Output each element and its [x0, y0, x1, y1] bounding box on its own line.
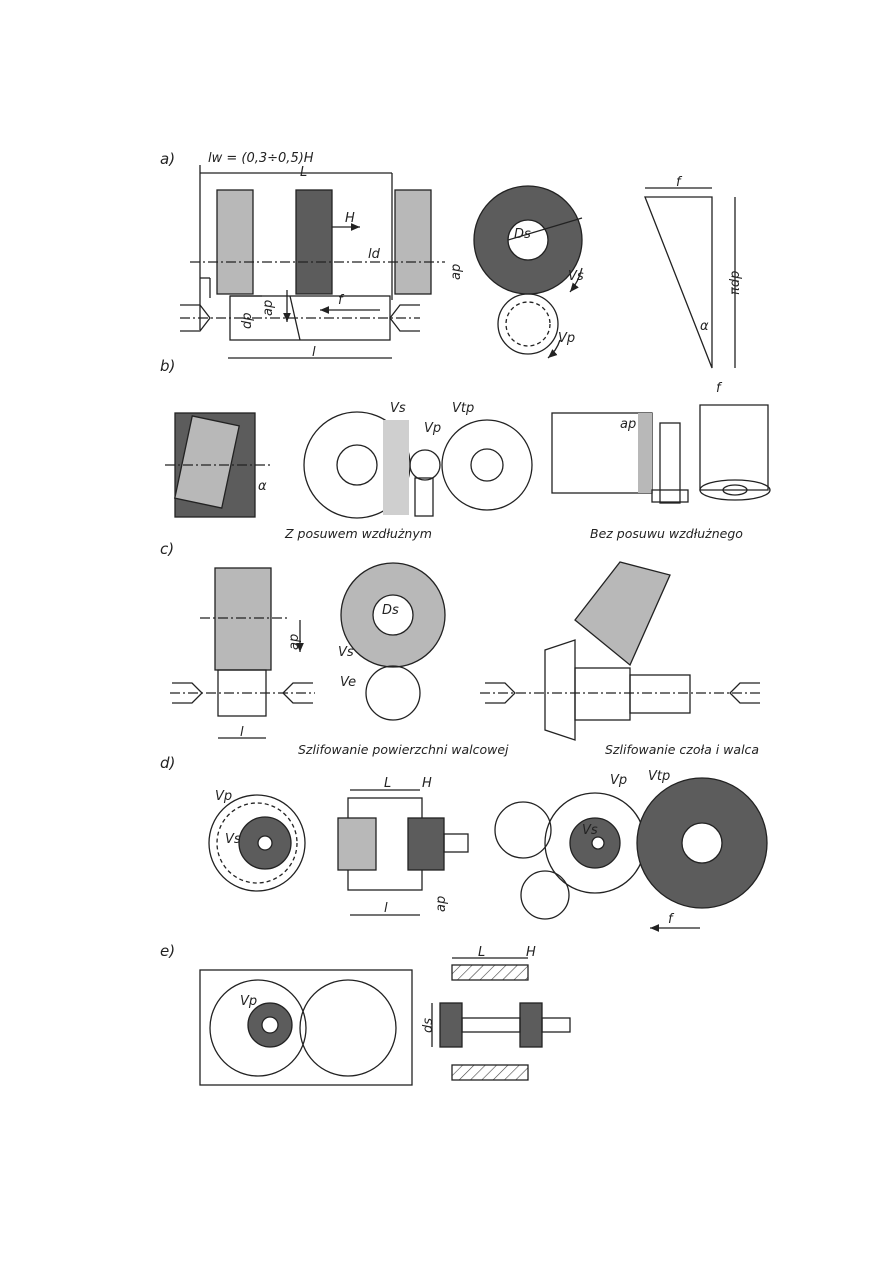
section-e: e) Vp L H ds	[160, 942, 571, 1086]
label-Vs-d: Vs	[225, 832, 241, 847]
label-f2: f	[676, 175, 683, 190]
wheel-left-light	[216, 189, 254, 295]
regulating-wheel	[441, 419, 533, 511]
planetary-frame	[199, 969, 413, 1086]
workpiece-centerless	[409, 449, 441, 481]
angled-wheel	[574, 561, 671, 667]
label-Ds-c: Ds	[382, 603, 399, 618]
section-b: b) α Vs Vp Vtp Z posuwem wzdłużnym ap f …	[160, 357, 771, 541]
label-f-b: f	[716, 381, 723, 396]
label-Vs-disc: Vs	[568, 269, 584, 284]
label-Vp-b: Vp	[424, 421, 441, 436]
caption-face-cylinder: Szlifowanie czoła i walca	[605, 742, 759, 757]
label-ap: ap	[261, 300, 276, 316]
surface-wheel	[214, 567, 272, 671]
label-l: l	[312, 345, 316, 360]
label-L-e: L	[478, 945, 485, 960]
label-ap-d: ap	[434, 896, 449, 912]
label-f-d: f	[668, 912, 675, 927]
peripheral-workpiece	[365, 665, 421, 721]
label-Ve-c: Ve	[340, 675, 356, 690]
label-Vs2-d: Vs	[582, 823, 598, 838]
label-Vtp-d: Vtp	[648, 769, 670, 784]
section-d: d) Vp Vs L H l ap Vp Vtp Vs f	[160, 754, 768, 932]
section-c: c) ap l Ds Vs Ve Szlifowanie powierzchni…	[160, 540, 760, 757]
plunge-wheel-left	[551, 412, 653, 494]
label-dp: dp	[240, 312, 255, 329]
label-L-d: L	[384, 776, 391, 791]
hatch-bottom	[451, 1064, 529, 1081]
label-L: L	[300, 165, 307, 180]
hatch-top	[451, 964, 529, 981]
label-H: H	[345, 211, 355, 226]
workpiece-disc	[497, 293, 559, 355]
label-Vp-disc: Vp	[558, 331, 575, 346]
wheel-center-dark	[295, 189, 333, 295]
caption-no-longitudinal: Bez posuwu wzdłużnego	[590, 526, 743, 541]
caption-longitudinal: Z posuwem wzdłużnym	[284, 526, 432, 541]
label-Vp-d: Vp	[215, 789, 232, 804]
center-left	[180, 304, 211, 332]
label-alpha-b: α	[258, 479, 267, 494]
section-label-d: d)	[160, 754, 175, 772]
wheel-right-light	[394, 189, 432, 295]
label-ld: ld	[368, 247, 381, 262]
label-Vp2-d: Vp	[610, 773, 627, 788]
helix-triangle	[644, 196, 713, 369]
label-Vp-e: Vp	[240, 994, 257, 1009]
label-pidp: πdp	[728, 271, 743, 295]
label-f: f	[338, 293, 345, 308]
formula-lw: lw = (0,3÷0,5)H	[208, 151, 314, 166]
label-ap-b: ap	[620, 417, 636, 432]
section-label-c: c)	[160, 540, 174, 558]
center-right	[389, 304, 420, 332]
label-Ds: Ds	[514, 227, 531, 242]
label-ds-e: ds	[421, 1018, 436, 1033]
section-label-e: e)	[160, 942, 175, 960]
label-ap-c: ap	[287, 634, 302, 650]
section-a: a) lw = (0,3÷0,5)H L H ld ap dp f l Ds	[160, 150, 743, 369]
label-Vtp-b: Vtp	[452, 401, 474, 416]
label-alpha-a: α	[700, 319, 709, 334]
label-l-d: l	[384, 901, 388, 916]
section-label-a: a)	[160, 150, 175, 168]
plunge-regulating-wheel	[699, 404, 769, 491]
label-ap-disc: ap	[449, 264, 464, 280]
caption-cylindrical: Szlifowanie powierzchni walcowej	[298, 742, 509, 757]
label-Vs-b: Vs	[390, 401, 406, 416]
label-H-e: H	[526, 945, 536, 960]
label-l-c: l	[240, 725, 244, 740]
internal-outer-ring	[208, 794, 306, 892]
label-H-d: H	[422, 776, 432, 791]
regulating-wheel-tilted	[174, 415, 240, 509]
label-Vs-c: Vs	[338, 645, 354, 660]
section-label-b: b)	[160, 357, 175, 375]
